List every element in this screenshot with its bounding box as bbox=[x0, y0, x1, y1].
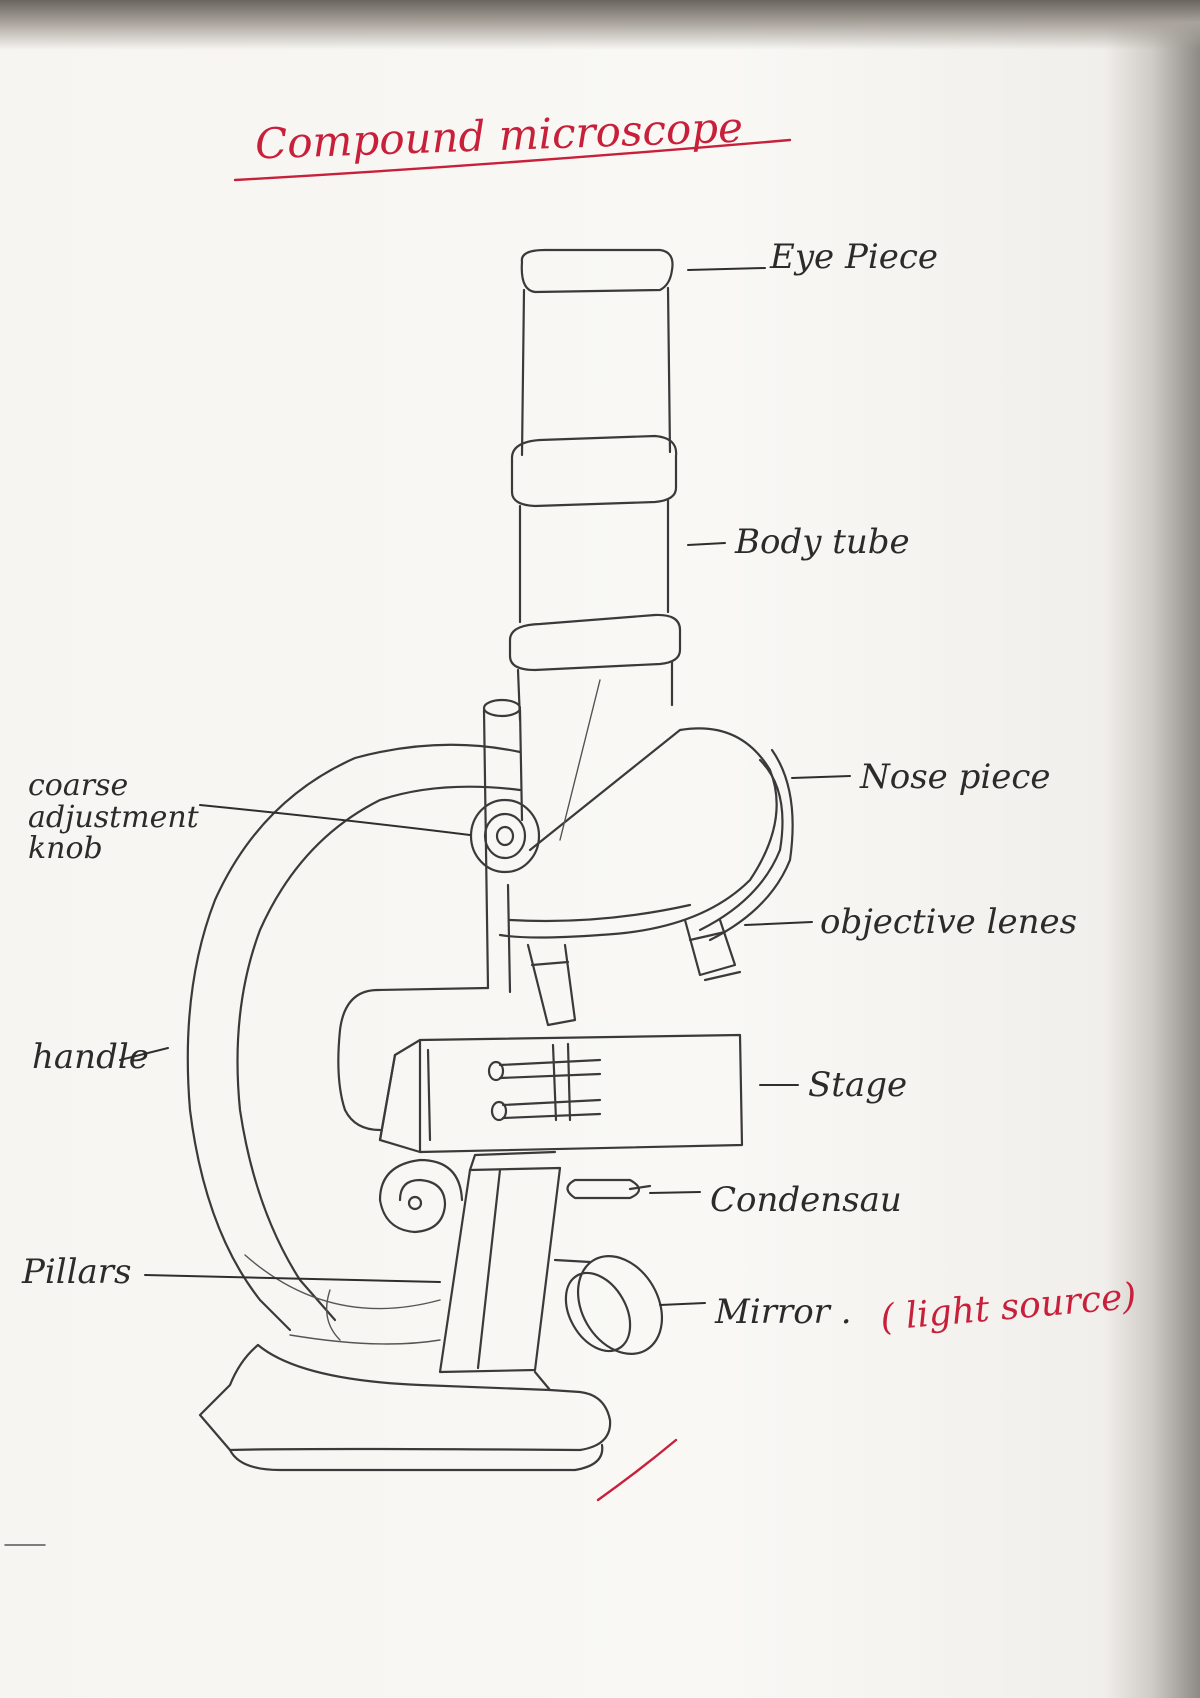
leader-nose-piece bbox=[792, 776, 850, 778]
objective-lenses-part bbox=[528, 920, 740, 1025]
coarse-knob bbox=[471, 800, 539, 872]
label-nose-piece: Nose piece bbox=[860, 760, 1051, 794]
label-pillars: Pillars bbox=[22, 1255, 131, 1289]
label-coarse-adjustment-knob: coarse adjustment knob bbox=[28, 770, 199, 865]
label-body-tube: Body tube bbox=[735, 525, 910, 559]
label-condenser: Condensau bbox=[710, 1183, 902, 1217]
leader-objective bbox=[745, 922, 812, 925]
leader-mirror bbox=[660, 1303, 705, 1305]
nose-piece-part bbox=[500, 680, 793, 940]
leader-condenser bbox=[650, 1192, 700, 1193]
leader-pillars bbox=[145, 1275, 440, 1282]
eye-piece-part bbox=[522, 250, 673, 455]
leader-coarse bbox=[200, 805, 470, 835]
label-stage: Stage bbox=[808, 1068, 907, 1102]
body-tube-part bbox=[510, 500, 680, 720]
teacher-check-mark bbox=[598, 1440, 676, 1500]
fine-adjustment-spiral bbox=[380, 1160, 462, 1232]
condenser-part bbox=[568, 1180, 651, 1198]
stage-clips bbox=[489, 1044, 600, 1120]
body-tube-collar bbox=[512, 436, 676, 506]
base-part bbox=[200, 1345, 610, 1470]
label-handle: handle bbox=[32, 1040, 149, 1074]
label-objective-lenses: objective lenes bbox=[820, 905, 1077, 939]
label-eye-piece: Eye Piece bbox=[770, 240, 938, 274]
label-mirror: Mirror . bbox=[715, 1295, 852, 1329]
pillar-part bbox=[245, 1152, 560, 1372]
adjustment-rod bbox=[484, 700, 522, 992]
leader-eye-piece bbox=[688, 268, 765, 270]
leader-body-tube bbox=[688, 543, 725, 545]
stage-part bbox=[338, 988, 742, 1152]
